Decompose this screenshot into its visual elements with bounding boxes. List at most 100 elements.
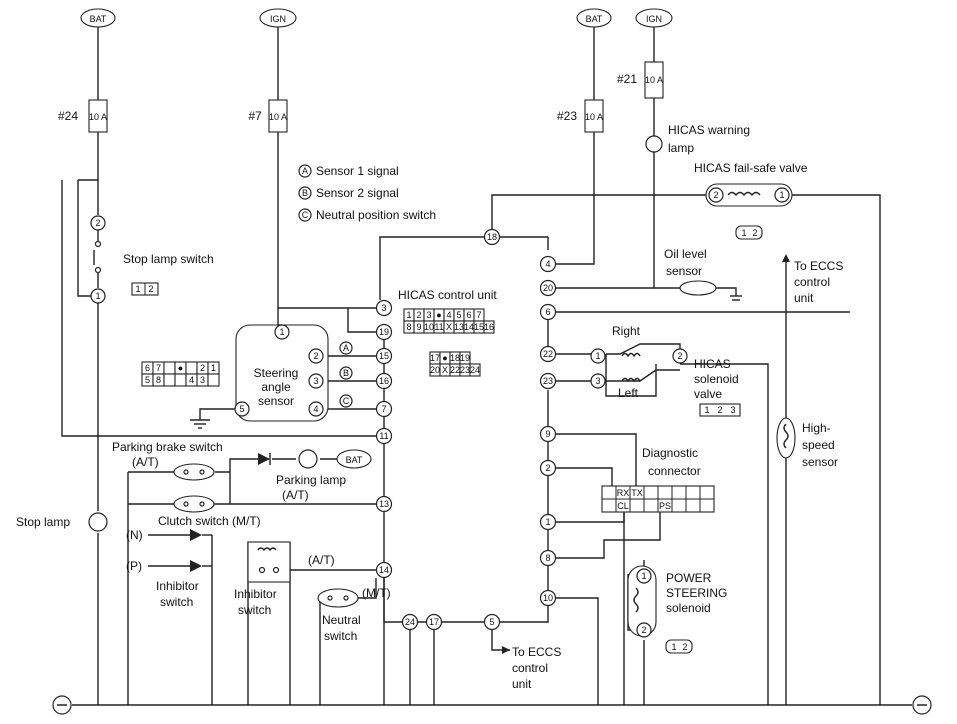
legend-key: B [302, 188, 308, 198]
conn-pin: 19 [460, 353, 470, 363]
conn-pin: 4 [189, 375, 194, 385]
fuse-7: #7 10 A [248, 99, 288, 133]
hicas-control-unit-label: HICAS control unit [398, 288, 497, 302]
signal-legend: A Sensor 1 signal B Sensor 2 signal C Ne… [298, 164, 436, 222]
conn-cell [483, 320, 495, 334]
conn-pin: 1 [406, 310, 411, 320]
pin-number: 2 [95, 218, 100, 228]
conn-pin: 15 [474, 322, 484, 332]
pin-number: 1 [95, 291, 100, 301]
pin-number: 23 [543, 376, 553, 386]
sensor-label: angle [261, 380, 291, 394]
fuse-rating: 10 A [585, 112, 603, 122]
pin-number: 1 [595, 351, 600, 361]
diag-pin: RX [617, 488, 630, 498]
steering-angle-sensor: Steering angle sensor 1 2 3 4 5 A B C [234, 324, 353, 422]
conn-pin: 8 [156, 375, 161, 385]
pin: 11 [375, 427, 393, 445]
conn-pin: 2 [682, 642, 687, 652]
conn-pin: 6 [466, 310, 471, 320]
warning-lamp-label: HICAS warning [668, 123, 750, 137]
conn-pin: X [442, 365, 448, 375]
signal-c-marker: C [343, 396, 350, 406]
conn-pin: X [446, 322, 452, 332]
signal-b-marker: B [343, 368, 349, 378]
conn-pin: ● [178, 363, 183, 373]
conn-pin: 8 [406, 322, 411, 332]
pin: 22 [539, 345, 557, 363]
conn-cell [163, 361, 176, 375]
conn-pin: ● [436, 310, 441, 320]
ign-supply-7: IGN [259, 8, 297, 28]
pin: 17 [425, 613, 443, 631]
pin-number: 8 [545, 553, 550, 563]
conn-pin: 2 [717, 405, 722, 415]
eccs-label: unit [794, 291, 814, 305]
eccs-label: control [794, 275, 830, 289]
conn-pin: 9 [416, 322, 421, 332]
conn-pin: 24 [470, 365, 480, 375]
diag-pin: TX [631, 488, 643, 498]
conn-pin: 2 [752, 228, 757, 238]
pin: 9 [539, 425, 557, 443]
stop-lamp-label: Stop lamp [16, 515, 70, 529]
bat-label: BAT [90, 14, 107, 24]
pin-number: 11 [379, 431, 388, 441]
diagnostic-connector: Diagnostic connector RX TX CL PS [601, 446, 715, 513]
conn-pin: 16 [484, 322, 494, 332]
ps-label: solenoid [666, 601, 711, 615]
pin-number: 13 [379, 499, 389, 509]
conn-pin: 2 [416, 310, 421, 320]
conn-cell [469, 363, 481, 377]
conn-pin: 2 [200, 363, 205, 373]
pin-number: 4 [545, 259, 550, 269]
clutch-switch-label: Clutch switch (M/T) [158, 514, 261, 528]
legend-text: Sensor 1 signal [316, 164, 399, 178]
warning-lamp-label: lamp [668, 141, 694, 155]
high-speed-label: speed [802, 438, 835, 452]
eccs-label: To ECCS [794, 259, 843, 273]
clutch-switch: Clutch switch (M/T) (N) (P) Inhibitor sw… [126, 514, 261, 609]
ign-supply-21: IGN [635, 8, 673, 28]
pin-number: 1 [641, 571, 646, 581]
pin: 15 [375, 347, 393, 365]
pin-number: 22 [543, 349, 553, 359]
conn-pin: 11 [434, 322, 443, 332]
ign-label: IGN [270, 14, 286, 24]
conn-pin: 3 [200, 375, 205, 385]
p-label: (P) [126, 559, 142, 573]
pin: 14 [375, 561, 393, 579]
signal-a-marker: A [343, 343, 349, 353]
to-eccs-right: To ECCS control unit [782, 254, 843, 305]
pin-number: 2 [313, 351, 318, 361]
diag-pin: CL [617, 501, 629, 511]
pin-number: 10 [543, 593, 553, 603]
sensor-label: sensor [258, 394, 294, 408]
pin: 6 [539, 303, 557, 321]
pin: 10 [539, 589, 557, 607]
pin: 1 [539, 513, 557, 531]
parking-lamp-label: (A/T) [282, 488, 309, 502]
conn-pin: 5 [456, 310, 461, 320]
neutral-switch-label: switch [324, 629, 357, 643]
pin-number: 5 [489, 617, 494, 627]
pin-number: 16 [379, 376, 389, 386]
conn-pin: 1 [704, 405, 709, 415]
pin-number: 15 [379, 351, 389, 361]
pin-number: 9 [545, 429, 550, 439]
fuse-number: #24 [58, 109, 78, 123]
bat-supply-parking: BAT [336, 449, 372, 469]
ground-terminal-left [52, 695, 72, 715]
parking-brake-label: Parking brake switch [112, 440, 223, 454]
fuse-24: #24 10 A [58, 99, 108, 133]
conn-pin: 22 [450, 365, 460, 375]
pin: 19 [375, 323, 393, 341]
pin-number: 3 [313, 376, 318, 386]
conn-cell [163, 373, 176, 387]
